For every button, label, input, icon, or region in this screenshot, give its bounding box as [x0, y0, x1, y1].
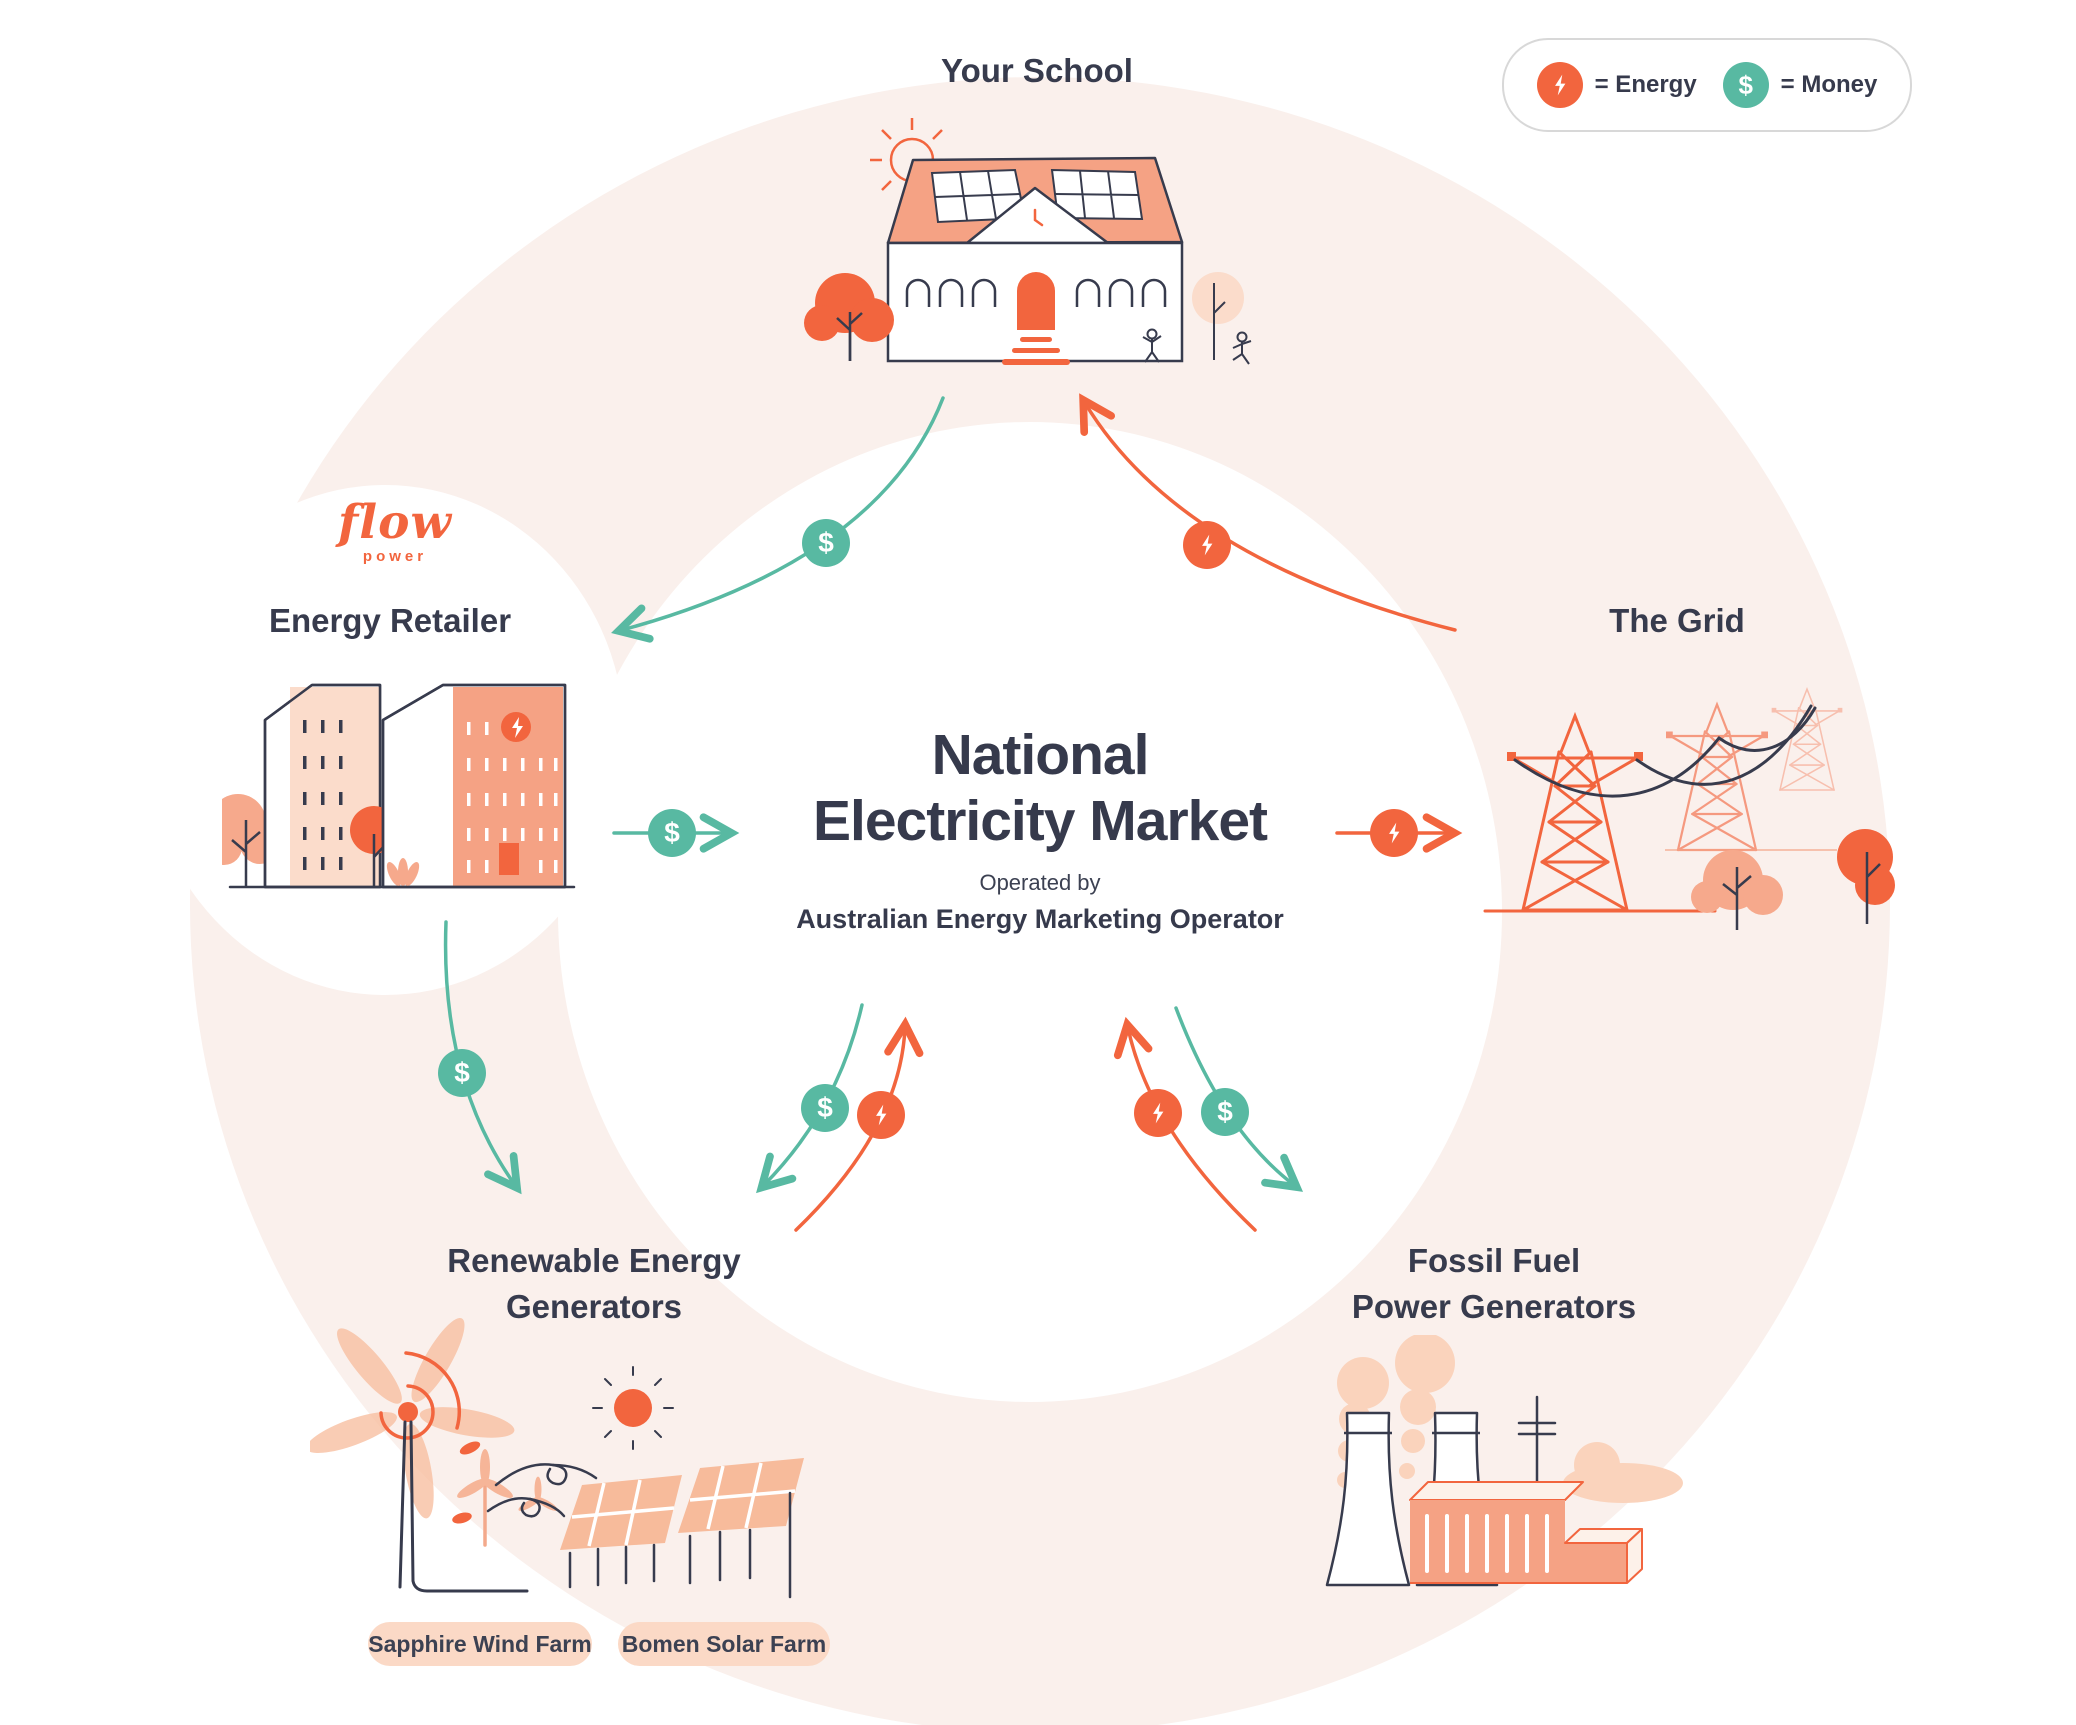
money-icon: $	[1722, 62, 1769, 108]
energy-badge-market-to-grid	[1370, 809, 1418, 857]
lightning-circle-icon	[501, 712, 531, 742]
leaf-1	[459, 1441, 481, 1455]
lightning-icon	[1202, 534, 1213, 556]
flow-logo-subtext: power	[362, 548, 428, 565]
legend-energy-label: = Energy	[1594, 71, 1697, 98]
energy-badge-fossil-to-market	[1134, 1089, 1182, 1137]
solar-panel-array-1	[560, 1475, 682, 1589]
arrow-money-school-to-retailer	[611, 396, 945, 643]
retailer-illustration	[222, 683, 576, 889]
lightning-icon	[1389, 822, 1400, 844]
market-center: National Electricity Market Operated by …	[640, 722, 1440, 935]
solar-panel-array-2	[678, 1458, 804, 1599]
building-door	[499, 843, 519, 875]
money-badge-retailer-to-market: $	[648, 809, 696, 857]
office-building-right	[381, 683, 567, 889]
legend: = Energy $ = Money	[1502, 38, 1912, 132]
energy-icon	[1536, 62, 1583, 108]
money-badge-school-to-retailer: $	[802, 519, 850, 567]
lightning-icon	[1554, 74, 1566, 96]
school-title: Your School	[941, 52, 1133, 89]
wind-farm-label: Sapphire Wind Farm	[368, 1622, 592, 1666]
arrow-energy-grid-to-school	[1079, 393, 1457, 632]
flow-power-logo: flow power	[290, 495, 500, 566]
solar-farm-label: Bomen Solar Farm	[618, 1622, 830, 1666]
lightning-icon	[1153, 1102, 1164, 1124]
money-badge-market-to-renewables: $	[801, 1084, 849, 1132]
money-badge-retailer-to-renewables: $	[438, 1049, 486, 1097]
pylon-back	[1770, 688, 1844, 791]
office-building-left	[263, 683, 382, 889]
renewables-illustration	[310, 1317, 804, 1599]
retailer-title: Energy Retailer	[268, 602, 512, 639]
lightning-icon	[876, 1104, 887, 1126]
tree-salmon-grid	[1691, 850, 1783, 930]
school-illustration	[804, 118, 1252, 365]
sun-icon-renewables	[592, 1366, 674, 1450]
money-badge-market-to-fossil: $	[1201, 1088, 1249, 1136]
cloud	[1563, 1442, 1683, 1503]
tree-orange	[804, 273, 894, 361]
student-figure-2	[1232, 331, 1252, 365]
tree-orange-grid	[1837, 829, 1895, 924]
renewables-title: Renewable Energy Generators	[447, 1242, 741, 1325]
clock-icon	[1020, 205, 1050, 235]
school-door	[1017, 272, 1055, 330]
leaf-2	[452, 1512, 472, 1524]
grid-title: The Grid	[1609, 602, 1745, 639]
market-title: National Electricity Market	[812, 723, 1268, 853]
legend-energy: = Energy	[1536, 62, 1697, 108]
operator-name: Australian Energy Marketing Operator	[796, 904, 1284, 934]
fossil-title: Fossil Fuel Power Generators	[1351, 1242, 1637, 1325]
small-turbine	[457, 1449, 513, 1547]
operated-by-label: Operated by	[979, 870, 1101, 895]
pylon-front	[1505, 714, 1645, 912]
flow-logo-text: flow	[338, 495, 452, 550]
legend-money: $ = Money	[1722, 62, 1878, 108]
energy-badge-renewables-to-market	[857, 1091, 905, 1139]
pylon-middle	[1664, 703, 1770, 852]
turbine-hub	[398, 1402, 418, 1422]
fossil-illustration	[1325, 1335, 1683, 1587]
cooling-tower-1	[1325, 1411, 1411, 1587]
legend-money-label: = Money	[1780, 71, 1878, 98]
energy-badge-grid-to-school	[1183, 521, 1231, 569]
grid-illustration	[1483, 688, 1895, 930]
